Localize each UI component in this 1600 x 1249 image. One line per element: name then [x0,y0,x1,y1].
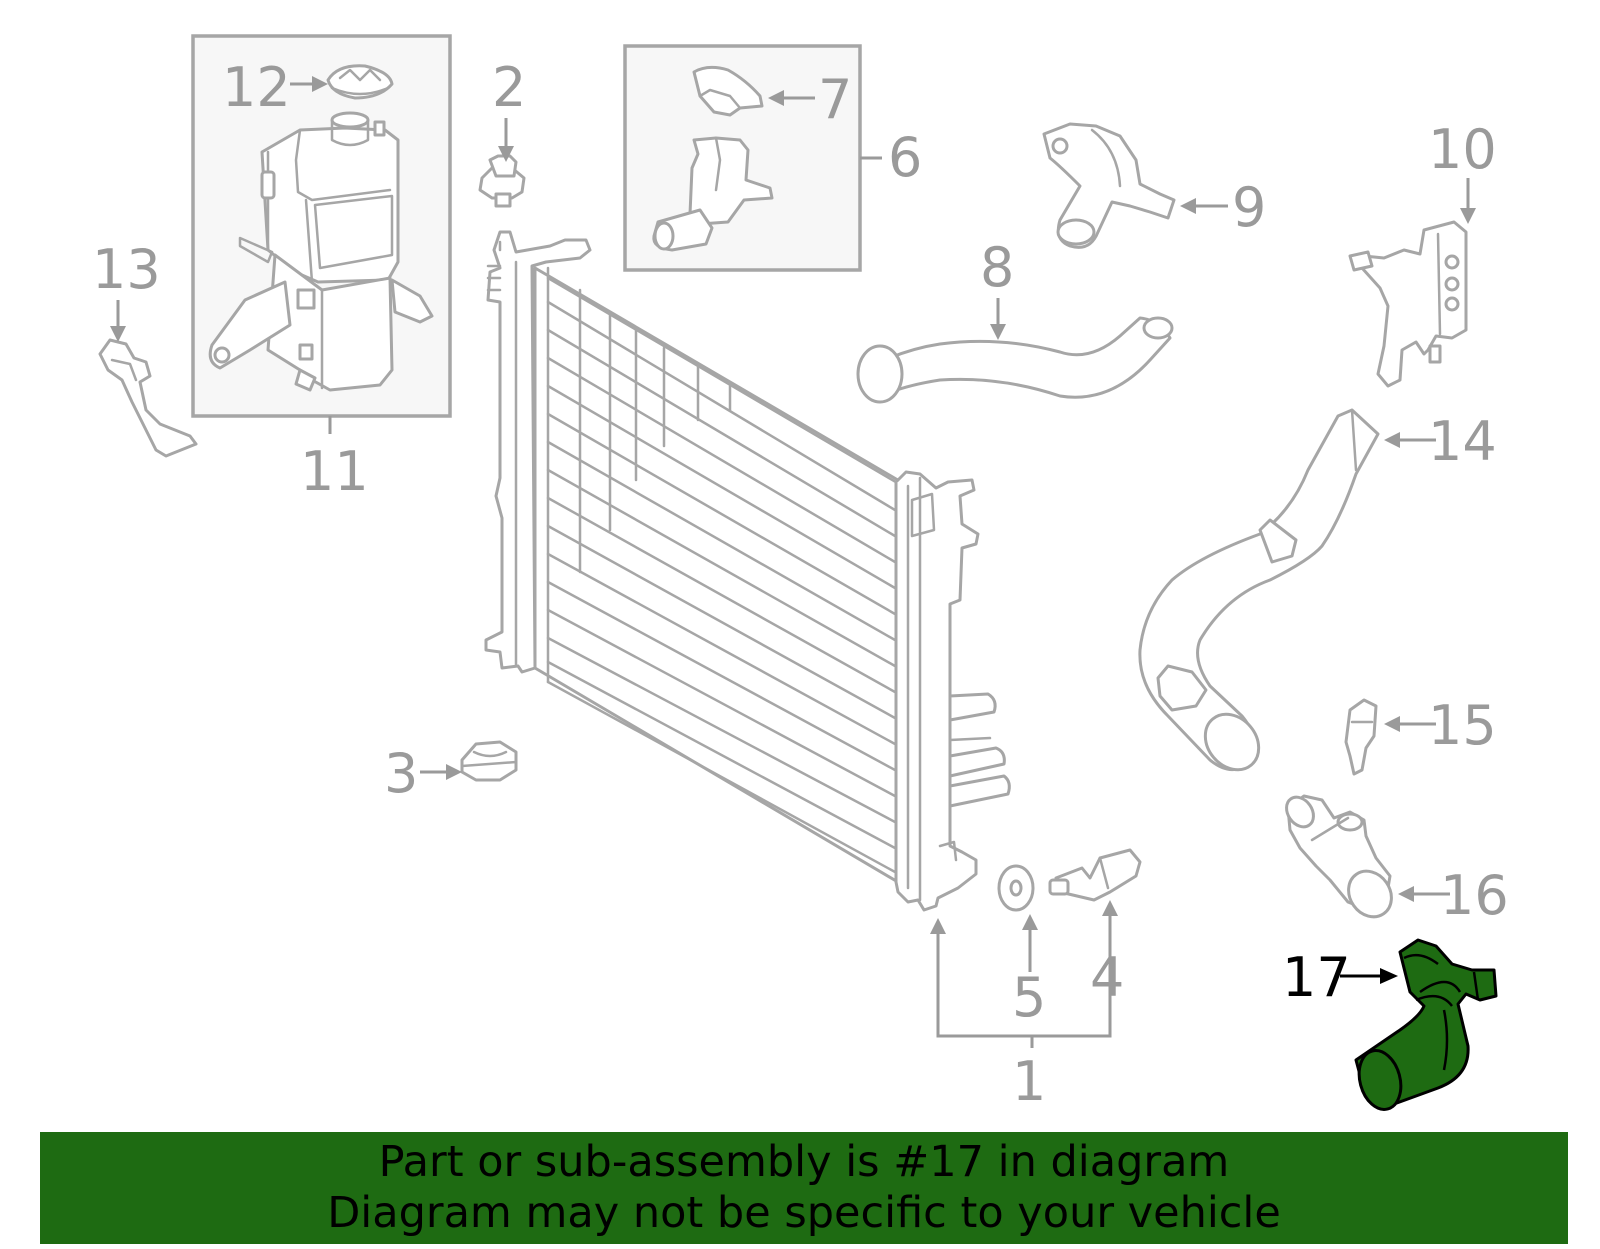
filler-assembly-box [623,44,862,272]
callout-4: 4 [1090,946,1124,1009]
callout-8: 8 [980,236,1014,299]
callout-1: 1 [1012,1050,1046,1113]
callout-10: 10 [1428,118,1497,181]
callout-3: 3 [384,742,418,805]
hose-clip-part [98,338,198,458]
callout-14: 14 [1428,410,1497,473]
callout-15: 15 [1428,694,1497,757]
callout-9: 9 [1232,176,1266,239]
hose-fitting-part [1285,794,1393,919]
callout-2: 2 [492,56,526,119]
banner-line-2: Diagram may not be specific to your vehi… [327,1188,1281,1238]
highlighted-hose-part-17[interactable] [1353,938,1498,1114]
callout-12: 12 [222,56,291,119]
drain-cock-part [1048,848,1142,902]
callout-5: 5 [1012,966,1046,1029]
leader-lines [110,76,1476,1048]
filler-neck-part [652,136,774,252]
reservoir-cap-part [326,64,394,100]
callout-7: 7 [818,68,852,131]
callout-13: 13 [92,238,161,301]
callout-17: 17 [1282,946,1351,1009]
callout-11: 11 [300,440,369,503]
temperature-sensor-part [1344,698,1378,776]
water-outlet-part [1042,122,1176,249]
lower-hose-part [1138,408,1380,772]
upper-hose-part [856,316,1174,404]
bolt-part [478,154,526,208]
reservoir-assembly-box [191,34,452,418]
drain-plug-part [460,740,518,782]
thermostat-housing-part [1348,220,1468,388]
radiator-part [484,230,1011,912]
callout-numbers: 1 2 3 4 5 6 7 8 9 10 11 12 13 14 15 16 1… [92,56,1509,1113]
callout-16: 16 [1440,864,1509,927]
callout-6: 6 [888,126,922,189]
washer-part [997,864,1035,912]
filler-cap-part [692,65,764,117]
banner-line-1: Part or sub-assembly is #17 in diagram [378,1137,1230,1187]
info-banner: Part or sub-assembly is #17 in diagram D… [40,1132,1568,1244]
coolant-reservoir-part [208,111,434,392]
